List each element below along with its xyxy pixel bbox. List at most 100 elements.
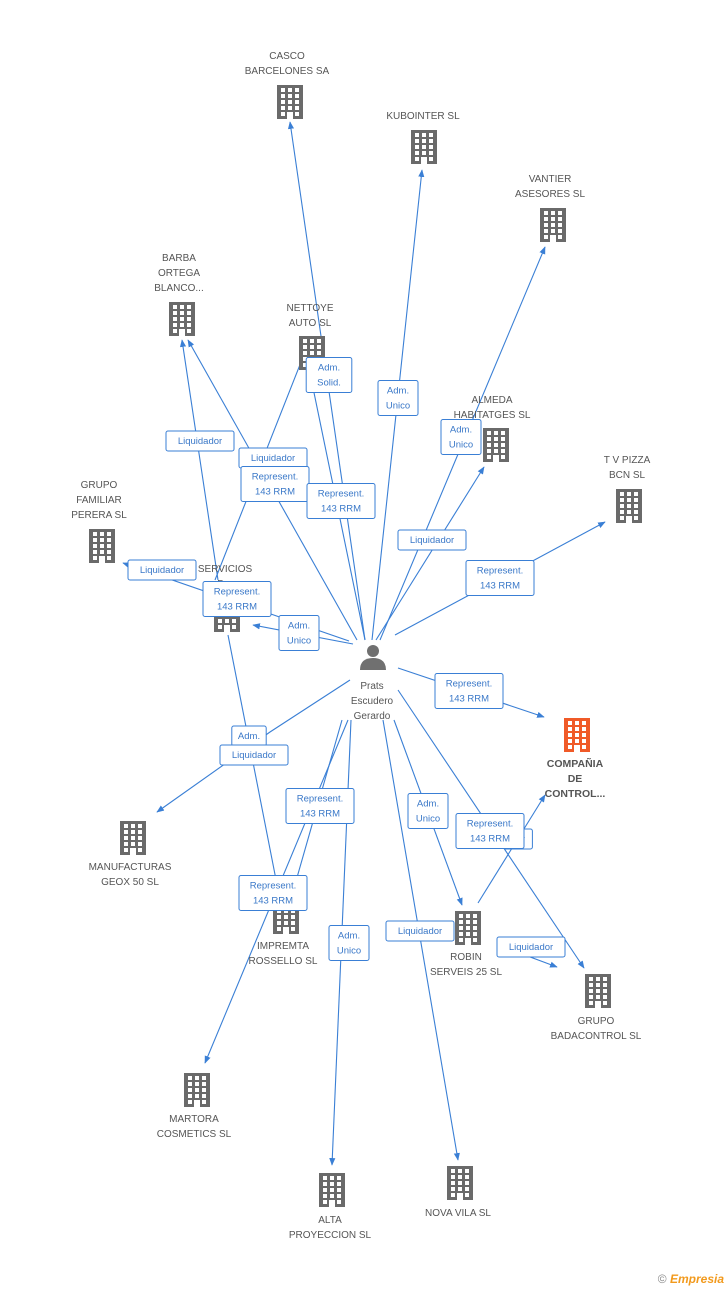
- building-icon-robin[interactable]: [455, 911, 481, 945]
- company-label-nettoye: NETTOYE AUTO SL: [286, 303, 333, 329]
- company-label-novavila: NOVA VILA SL: [425, 1208, 491, 1219]
- building-icon-barba[interactable]: [169, 302, 195, 336]
- relation-label-text: Adm. Unico: [337, 931, 361, 957]
- relation-label-line: Adm.: [417, 799, 439, 810]
- relation-label-line: Represent.: [297, 794, 343, 805]
- person-icon[interactable]: [360, 645, 386, 670]
- relation-label-box: [202, 581, 272, 617]
- company-label-servicios-line: SERVICIOS: [198, 564, 253, 575]
- relation-label-box: [127, 559, 197, 581]
- relation-label-box: [385, 920, 455, 942]
- building-icon-grupofam[interactable]: [89, 529, 115, 563]
- relation-label[interactable]: Liquidador: [219, 744, 289, 766]
- relation-label[interactable]: Adm. Unico: [278, 615, 320, 651]
- center-person-label-line: Escudero: [351, 696, 394, 707]
- relation-label-box: [440, 419, 482, 455]
- relation-label[interactable]: Represent.143 RRM: [434, 673, 504, 709]
- relation-label[interactable]: Liquidador: [385, 920, 455, 942]
- relation-label-box: [407, 793, 449, 829]
- relation-label-line: Liquidador: [178, 436, 222, 447]
- company-label-tvpizza-line: BCN SL: [609, 470, 646, 481]
- relation-label[interactable]: Liquidador: [496, 936, 566, 958]
- relation-label-box: [285, 788, 355, 824]
- relation-label-line: 143 RRM: [449, 694, 489, 705]
- relation-label-box: [278, 615, 320, 651]
- relation-label-box: [397, 529, 467, 551]
- relation-label[interactable]: Adm.Unico: [377, 380, 419, 416]
- building-icon-manufacturas[interactable]: [120, 821, 146, 855]
- relation-label[interactable]: Liquidador: [397, 529, 467, 551]
- building-icon-martora[interactable]: [184, 1073, 210, 1107]
- relation-label-box: [465, 560, 535, 596]
- company-label-compania-line: COMPAÑIA: [547, 757, 604, 770]
- relation-label-line: Adm.: [338, 931, 360, 942]
- company-label-vantier-line: ASESORES SL: [515, 189, 585, 200]
- relation-label-box: [434, 673, 504, 709]
- building-icon-kubointer[interactable]: [411, 130, 437, 164]
- company-label-grupofam-line: FAMILIAR: [76, 495, 122, 506]
- relation-label[interactable]: Liquidador: [165, 430, 235, 452]
- relation-label-text: Represent.143 RRM: [467, 819, 513, 845]
- relation-label-line: Adm.: [318, 363, 340, 374]
- relation-label-text: Represent.143 RRM: [252, 472, 298, 498]
- building-icon-compania[interactable]: [564, 718, 590, 752]
- building-icon-casco[interactable]: [277, 85, 303, 119]
- relation-label-line: Represent.: [214, 587, 260, 598]
- company-label-kubointer: KUBOINTER SL: [386, 111, 460, 122]
- company-label-manufacturas-line: MANUFACTURAS: [89, 862, 172, 873]
- building-icon-almeda[interactable]: [483, 428, 509, 462]
- relation-label[interactable]: Adm.: [231, 725, 267, 747]
- company-label-barba-line: ORTEGA: [158, 268, 200, 279]
- company-label-grupobada-line: GRUPO: [578, 1016, 615, 1027]
- relation-label-text: Represent.143 RRM: [250, 881, 296, 907]
- company-label-impremta-line: ROSSELLO SL: [249, 956, 318, 967]
- relation-label-line: Adm.: [288, 621, 310, 632]
- relation-label-box: [305, 357, 353, 393]
- relation-label-line: Adm.: [450, 425, 472, 436]
- relation-label[interactable]: Represent.143 RRM: [285, 788, 355, 824]
- company-label-nettoye-line: NETTOYE: [286, 303, 333, 314]
- relation-label-line: 143 RRM: [480, 581, 520, 592]
- building-icon-grupobada[interactable]: [585, 974, 611, 1008]
- relation-label[interactable]: Adm.Solid.: [305, 357, 353, 393]
- relation-label-box: [328, 925, 370, 961]
- relation-label[interactable]: Liquidador: [127, 559, 197, 581]
- relation-label[interactable]: Represent.143 RRM: [202, 581, 272, 617]
- relation-label[interactable]: Adm.Unico: [407, 793, 449, 829]
- relation-label-text: Adm.: [238, 731, 260, 742]
- edge-12: [156, 679, 351, 813]
- relation-label[interactable]: Liquidador: [238, 447, 308, 469]
- relation-label-line: 143 RRM: [255, 487, 295, 498]
- relation-label-text: Liquidador: [232, 750, 276, 761]
- building-icon-vantier[interactable]: [540, 208, 566, 242]
- relation-label-box: [219, 744, 289, 766]
- relation-label-line: Unico: [337, 946, 361, 957]
- company-label-alta-line: ALTA: [318, 1215, 342, 1226]
- building-icon-novavila[interactable]: [447, 1166, 473, 1200]
- building-icon-tvpizza[interactable]: [616, 489, 642, 523]
- company-label-grupofam-line: GRUPO: [81, 480, 118, 491]
- company-label-almeda-line: HABITATGES SL: [454, 410, 531, 421]
- relation-label[interactable]: Represent.143 RRM: [465, 560, 535, 596]
- relation-label[interactable]: Adm. Unico: [328, 925, 370, 961]
- relation-label[interactable]: Adm.Unico: [440, 419, 482, 455]
- relation-label[interactable]: Represent.143 RRM: [238, 875, 308, 911]
- relation-label-line: Unico: [287, 636, 311, 647]
- relation-label[interactable]: Represent.143 RRM: [306, 483, 376, 519]
- company-label-nettoye-line: AUTO SL: [289, 318, 332, 329]
- relation-label-text: Adm.Solid.: [317, 363, 341, 389]
- company-label-vantier-line: VANTIER: [529, 174, 572, 185]
- relation-label[interactable]: Represent.143 RRM: [240, 466, 310, 502]
- building-icon-alta[interactable]: [319, 1173, 345, 1207]
- relation-label-line: Liquidador: [410, 535, 454, 546]
- relation-label[interactable]: Represent.143 RRM: [455, 813, 525, 849]
